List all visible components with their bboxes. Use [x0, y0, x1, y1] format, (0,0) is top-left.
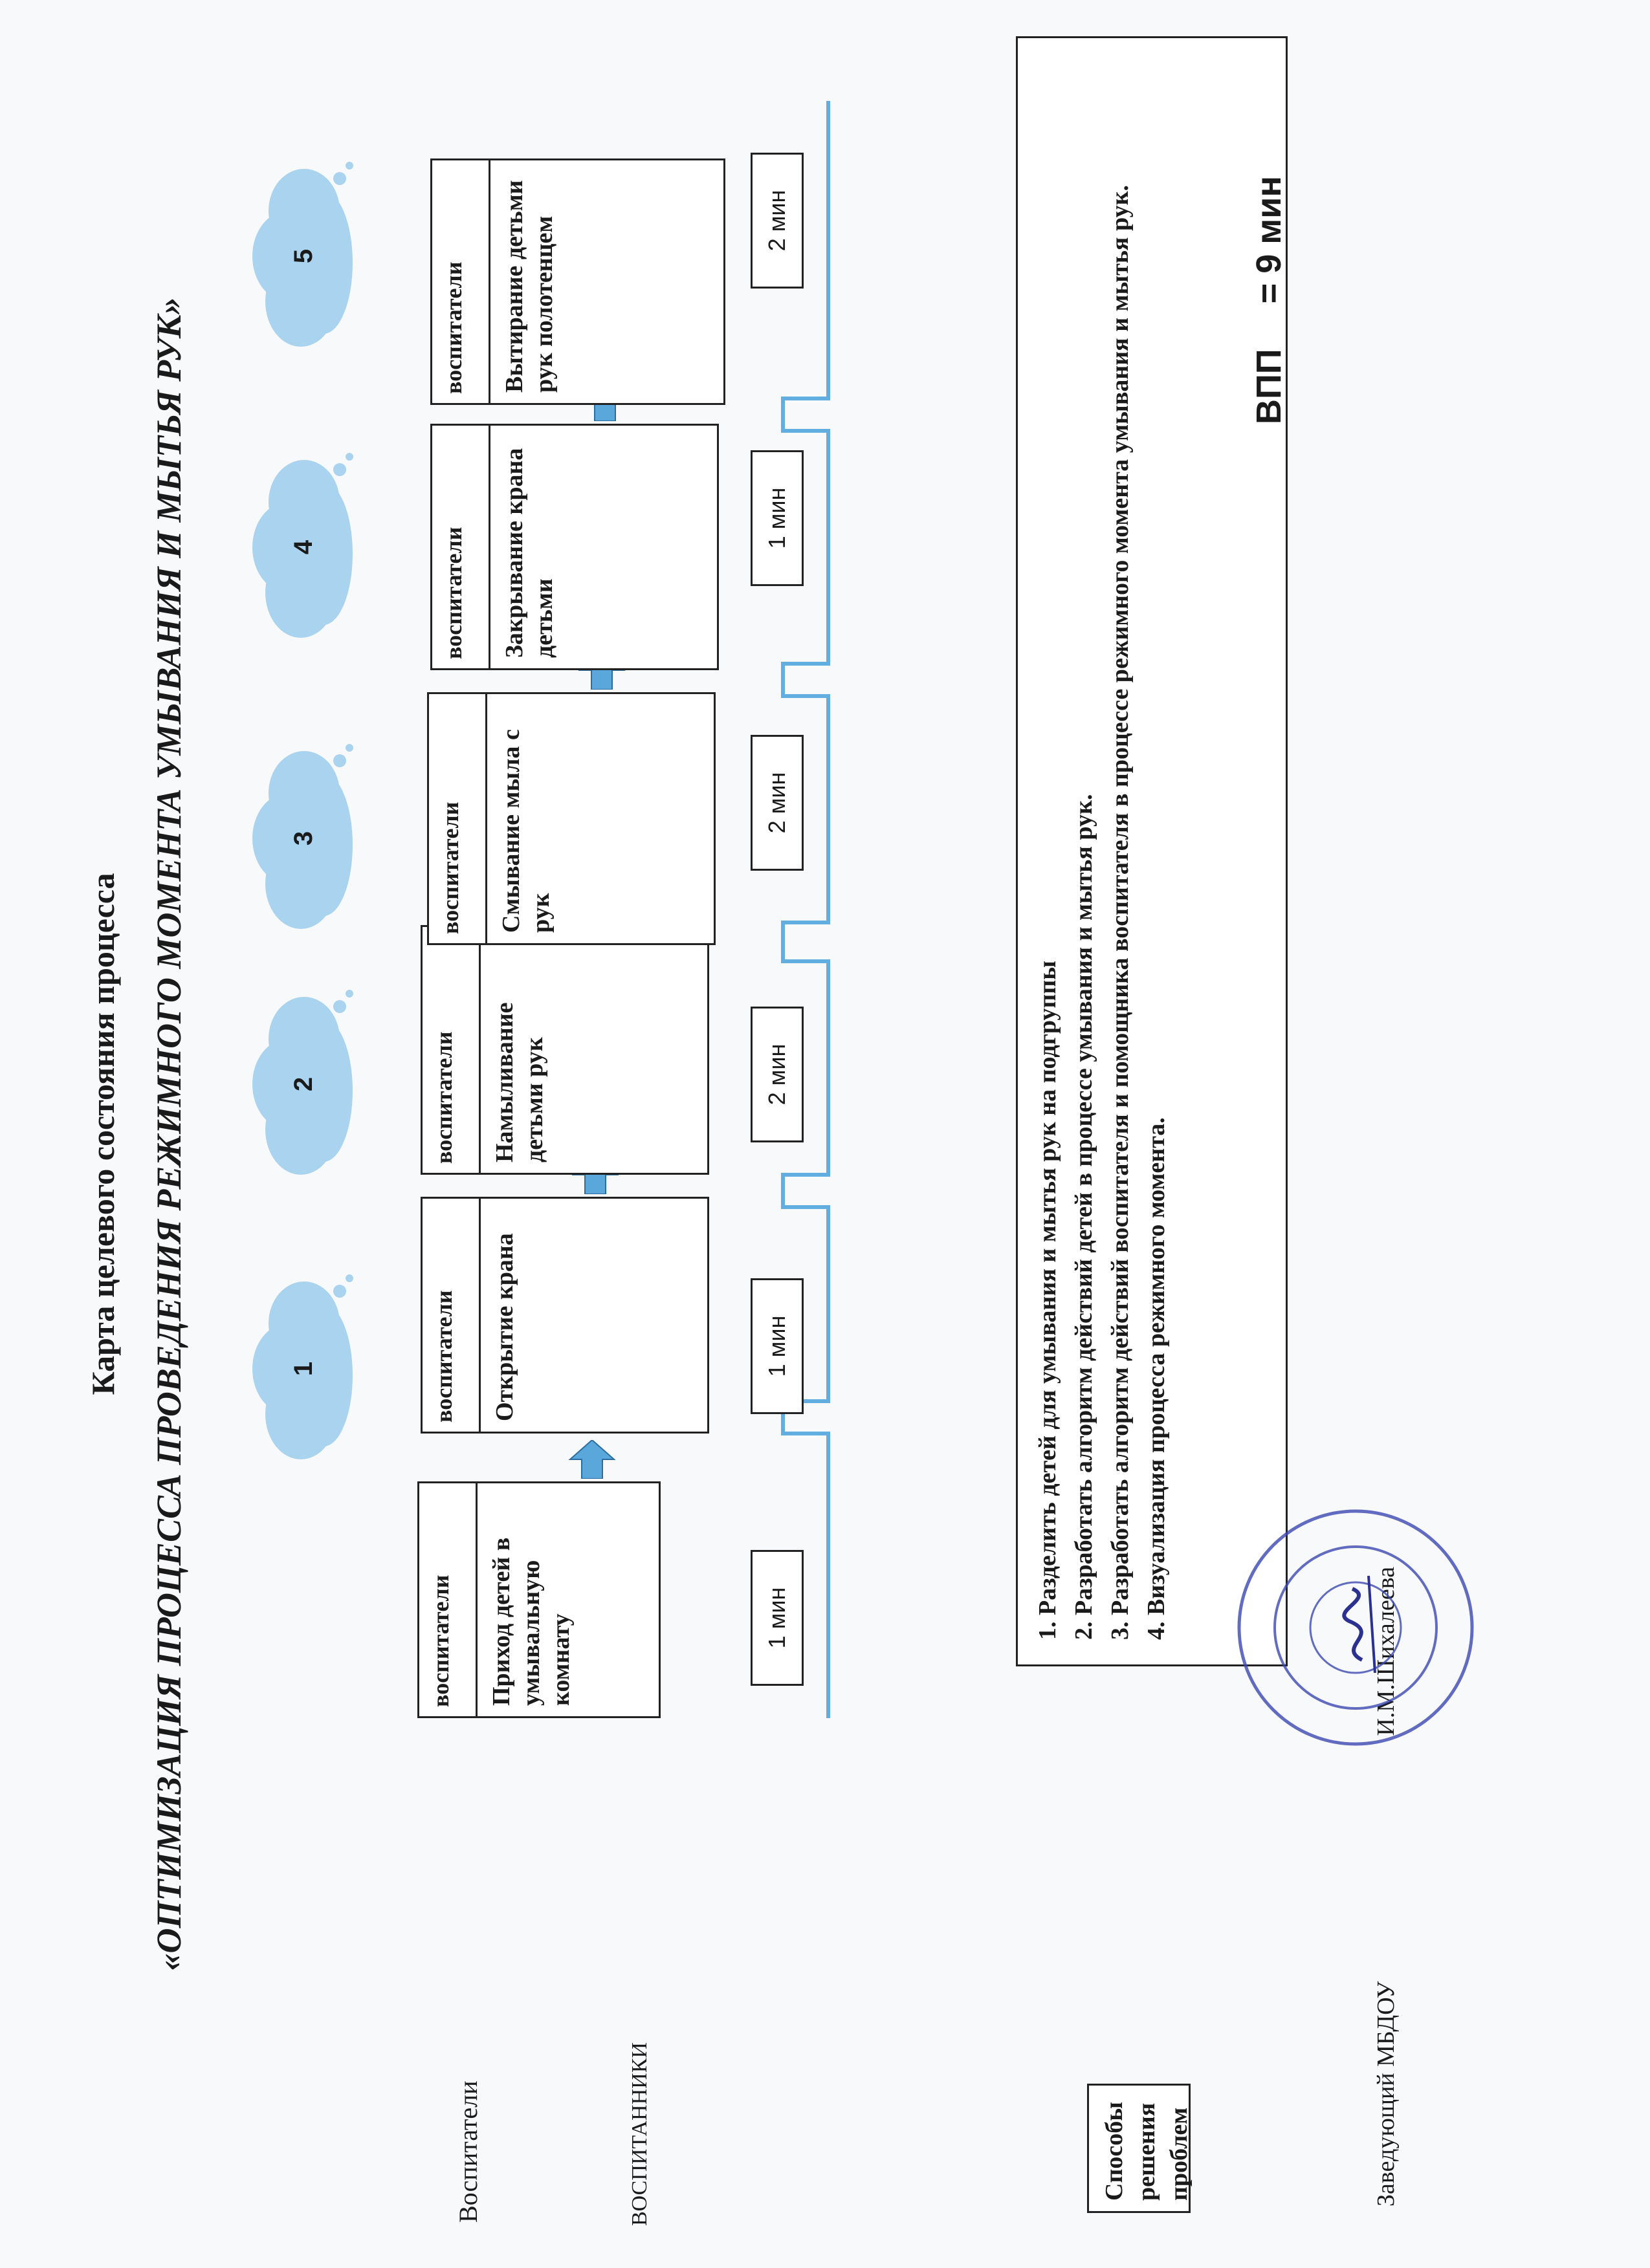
step-role: воспитатели — [429, 694, 487, 943]
step-action: Открытие крана — [491, 1233, 518, 1421]
improvement-cloud: 4 — [252, 453, 353, 638]
step-action: Вытирание детьми рук полотенцем — [501, 180, 558, 393]
timeline — [781, 101, 830, 1718]
step-duration: 1 мин — [751, 1278, 804, 1414]
step-action: Приход детей в умывальную комнату — [488, 1537, 575, 1706]
official-stamp — [1237, 1509, 1474, 1746]
step-duration: 1 мин — [751, 1550, 804, 1686]
cloud-number: 4 — [289, 540, 318, 554]
step-role: воспитатели — [432, 426, 490, 668]
step-role: воспитатели — [423, 1199, 481, 1432]
improvement-cloud: 1 — [252, 1274, 353, 1459]
step-duration: 1 мин — [751, 450, 804, 586]
signature-title: Заведующий МБДОУ — [1372, 1981, 1400, 2207]
solution-item: Визуализация процесса режимного момента. — [1138, 55, 1174, 1615]
improvement-cloud: 3 — [252, 744, 353, 929]
timeline-line — [781, 101, 830, 1718]
vpp-value: = 9 мин — [1249, 176, 1288, 304]
vpp-label: ВПП — [1249, 349, 1288, 424]
step-arrow — [568, 1440, 616, 1479]
cloud-number: 2 — [289, 1077, 318, 1091]
improvement-cloud: 5 — [252, 162, 353, 347]
cloud-number: 5 — [289, 249, 318, 263]
improvement-clouds: 1 2 3 4 5 — [252, 162, 353, 1459]
solutions-label-box: Способы решения проблем — [1087, 2084, 1193, 2213]
improvement-cloud: 2 — [252, 990, 353, 1175]
step-duration: 2 мин — [751, 735, 804, 871]
step-action: Закрывание крана детьми — [501, 448, 558, 658]
step-role: воспитатели — [419, 1483, 478, 1716]
step-duration: 2 мин — [751, 1007, 804, 1142]
solution-item: Разработать алгоритм действий воспитател… — [1102, 55, 1138, 1615]
step-role: воспитатели — [423, 927, 481, 1173]
solutions-label: Способы решения проблем — [1101, 2102, 1193, 2201]
solution-item: Разделить детей для умывания и мытья рук… — [1029, 55, 1066, 1615]
solutions-list: Разделить детей для умывания и мытья рук… — [1029, 55, 1174, 1648]
process-step-box: воспитатели Открытие крана — [421, 1197, 709, 1434]
step-action: Намыливание детьми рук — [491, 1002, 548, 1162]
step-action: Смывание мыла с рук — [498, 729, 555, 933]
step-duration: 2 мин — [751, 153, 804, 289]
cloud-number: 1 — [289, 1362, 318, 1376]
solution-item: Разработать алгоритм действий детей в пр… — [1066, 55, 1102, 1615]
solutions-list-box: Разделить детей для умывания и мытья рук… — [1016, 36, 1288, 1666]
vpp-total: ВПП = 9 мин — [1249, 176, 1289, 424]
step-role: воспитатели — [432, 160, 490, 403]
cloud-number: 3 — [289, 831, 318, 845]
